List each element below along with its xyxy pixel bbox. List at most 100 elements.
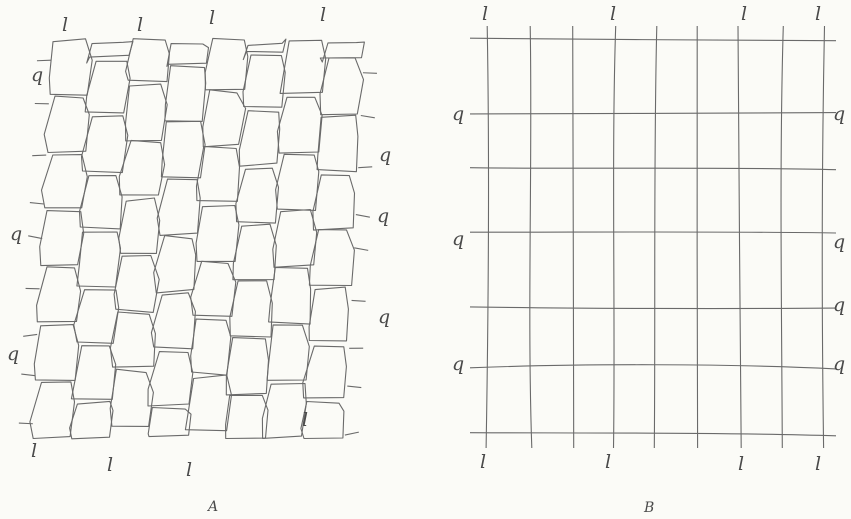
cell bbox=[317, 115, 358, 172]
cell-stub bbox=[23, 334, 37, 336]
panel-b-grid bbox=[470, 26, 836, 448]
cell bbox=[70, 401, 113, 438]
panel-a-label-l-top-4: l bbox=[320, 4, 326, 26]
cell bbox=[276, 154, 319, 210]
grid-vertical-line bbox=[486, 26, 488, 448]
cell bbox=[191, 319, 231, 375]
cell bbox=[277, 97, 322, 153]
panel-b-label-q-right-4: q bbox=[833, 353, 845, 375]
panel-b-caption: B bbox=[643, 500, 654, 516]
cell bbox=[280, 40, 326, 93]
cell bbox=[185, 375, 231, 431]
cell-stub bbox=[28, 236, 42, 239]
cell bbox=[110, 369, 153, 426]
cell bbox=[40, 211, 84, 266]
panel-b-label-q-right-2: q bbox=[833, 231, 845, 253]
cell bbox=[309, 287, 348, 341]
cell bbox=[205, 38, 248, 89]
grid-horizontal-line bbox=[470, 113, 836, 114]
panel-a-label-q-left-3: q bbox=[7, 343, 19, 365]
cell bbox=[167, 44, 209, 67]
cell-stub bbox=[30, 203, 44, 204]
cell-stub bbox=[354, 248, 368, 251]
cell bbox=[273, 210, 317, 268]
cell bbox=[161, 121, 205, 178]
panel-b-label-q-left-1: q bbox=[452, 103, 464, 125]
panel-b-label-l-bottom-4: l bbox=[815, 453, 821, 475]
panel-b-label-q-right-1: q bbox=[833, 103, 845, 125]
panel-a-label-l-bottom-2: l bbox=[107, 454, 113, 476]
panel-b-label-q-left-3: q bbox=[452, 353, 464, 375]
cell bbox=[119, 198, 160, 253]
cell bbox=[243, 39, 286, 60]
panel-a-label-l-bottom-3: l bbox=[186, 459, 192, 481]
panel-a-label-q-left-1: q bbox=[31, 64, 43, 86]
cell bbox=[191, 261, 236, 316]
panel-b-label-l-bottom-2: l bbox=[605, 451, 611, 473]
cell bbox=[85, 61, 130, 113]
grid-horizontal-line bbox=[470, 38, 836, 41]
cell bbox=[196, 206, 239, 262]
cell bbox=[236, 168, 279, 223]
panel-a-label-q-left-2: q bbox=[10, 223, 22, 245]
cell bbox=[165, 66, 206, 122]
cell-stub bbox=[363, 73, 377, 74]
panel-a-label-l-top-3: l bbox=[209, 7, 215, 29]
cell bbox=[30, 382, 75, 439]
panel-b-labels: l l l l q q q q q q q l l l l B bbox=[452, 3, 845, 516]
cell-stub bbox=[358, 167, 372, 168]
panel-a-label-l-top-1: l bbox=[62, 14, 68, 36]
cell bbox=[37, 267, 81, 322]
cell-stub bbox=[352, 300, 366, 301]
panel-a-label-l-bottom-4: l bbox=[302, 409, 308, 431]
cell bbox=[151, 293, 195, 349]
cell bbox=[203, 90, 246, 147]
panel-a-label-l-bottom-1: l bbox=[31, 440, 37, 462]
cell-stub bbox=[32, 155, 46, 156]
cell bbox=[226, 395, 268, 438]
cell bbox=[267, 325, 309, 380]
cell bbox=[313, 175, 355, 230]
panel-b-label-q-right-3: q bbox=[833, 294, 845, 316]
cell bbox=[148, 408, 191, 437]
cell bbox=[87, 42, 133, 63]
cell bbox=[44, 96, 89, 152]
grid-vertical-line bbox=[654, 26, 657, 448]
cell bbox=[34, 325, 78, 381]
panel-b-label-l-top-4: l bbox=[815, 3, 821, 25]
panel-b-label-l-top-2: l bbox=[610, 3, 616, 25]
cell bbox=[243, 55, 285, 107]
cell-stub bbox=[356, 215, 370, 218]
grid-vertical-line bbox=[530, 26, 532, 448]
cell-stub bbox=[345, 432, 359, 435]
cell-stub bbox=[21, 374, 35, 376]
panel-a-cell-network bbox=[19, 38, 377, 438]
panel-b-label-q-left-2: q bbox=[452, 228, 464, 250]
cell bbox=[148, 352, 193, 406]
cell bbox=[157, 179, 200, 235]
grid-vertical-line bbox=[822, 26, 824, 448]
panel-a-label-q-right-1: q bbox=[379, 144, 391, 166]
cell bbox=[269, 268, 311, 325]
panel-a-label-q-right-2: q bbox=[377, 205, 389, 227]
grid-vertical-line bbox=[614, 26, 616, 448]
cell bbox=[74, 290, 119, 344]
cell bbox=[262, 384, 306, 439]
cell bbox=[320, 58, 364, 115]
cell bbox=[77, 232, 121, 287]
cell bbox=[226, 338, 268, 395]
cell-stub bbox=[19, 423, 33, 424]
panel-b-label-l-top-1: l bbox=[482, 3, 488, 25]
cell bbox=[233, 224, 276, 280]
panel-a-label-l-top-2: l bbox=[137, 14, 143, 36]
cell bbox=[197, 146, 240, 201]
cell bbox=[126, 39, 170, 82]
panel-a-caption: A bbox=[206, 499, 218, 515]
cell bbox=[114, 256, 159, 313]
panel-a-label-q-right-3: q bbox=[378, 306, 390, 328]
cell bbox=[126, 84, 168, 141]
panel-b-label-l-bottom-3: l bbox=[738, 453, 744, 475]
cell bbox=[230, 281, 272, 337]
cell bbox=[42, 155, 88, 208]
